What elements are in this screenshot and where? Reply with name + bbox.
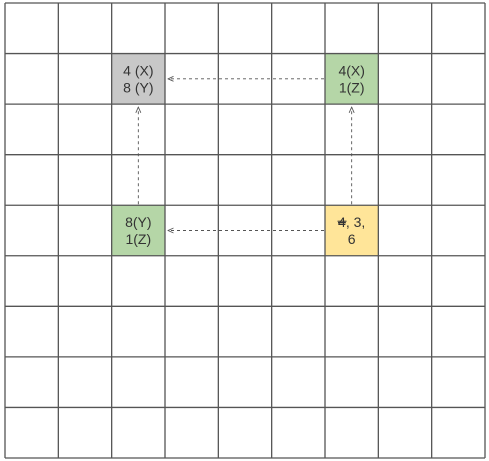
cell-r1-c2-label-1: 4 (X) [123,62,153,78]
dashed-arrows [138,79,351,231]
cell-r4-c6-label-1: 4, 3, [338,214,365,230]
cell-labels: 4 (X)8 (Y)4(X)1(Z)8(Y)1(Z)4, 3,6 [123,62,365,247]
cell-r1-c6-label-1: 4(X) [338,62,364,78]
cell-r4-c2-label-2: 1(Z) [125,231,151,247]
cell-r4-c6-label-2: 6 [348,231,356,247]
cell-r1-c6-label-2: 1(Z) [339,79,365,95]
cell-r4-c6-remaining-values: , 3, [346,214,365,230]
cell-r4-c2-label-1: 8(Y) [125,214,151,230]
cell-r4-c6-struck-value: 4 [338,214,346,230]
cell-r4-c6-fill [325,205,379,256]
cell-r1-c2-fill [111,53,165,105]
cell-r4-c2-fill [111,205,165,256]
cell-r1-c6-fill [325,53,379,105]
cell-fills [111,53,379,256]
grid-lines [4,2,486,459]
cell-r1-c2-label-2: 8 (Y) [123,79,153,95]
